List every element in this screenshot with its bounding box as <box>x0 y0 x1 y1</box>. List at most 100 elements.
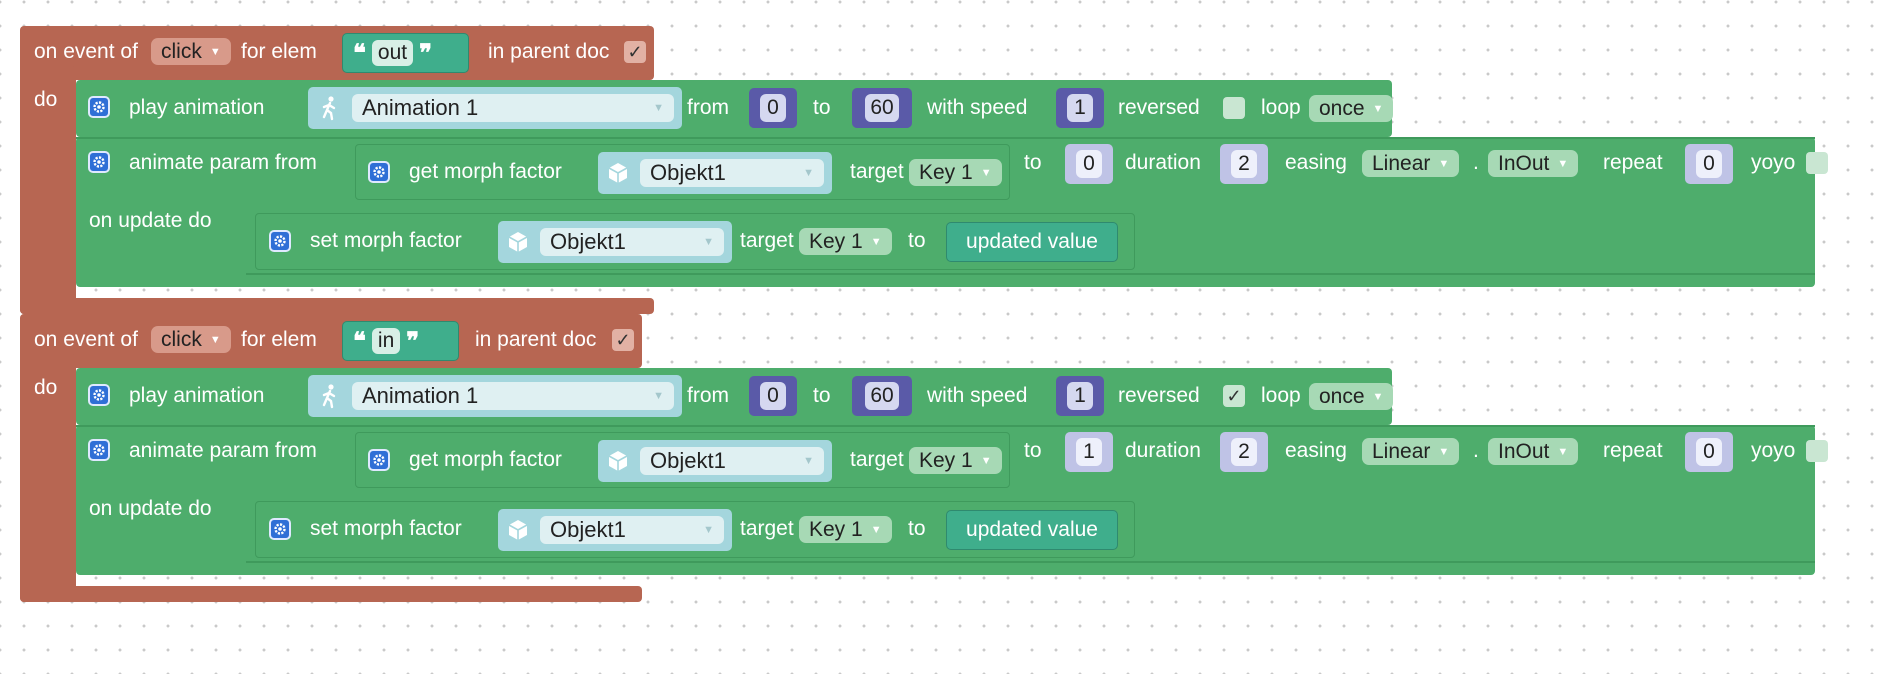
loop-label: loop <box>1261 96 1301 119</box>
on-update-do-label: on update do <box>89 209 212 232</box>
duration-block[interactable]: 2 <box>1220 144 1268 184</box>
easing-mode-dropdown[interactable]: InOut▼ <box>1488 150 1579 177</box>
speed-number-field[interactable]: 1 <box>1067 382 1093 410</box>
object-dropdown[interactable]: Objekt1▼ <box>640 159 824 187</box>
from-number-block[interactable]: 0 <box>749 376 797 416</box>
chevron-down-icon: ▼ <box>803 455 814 467</box>
object-select-block[interactable]: Objekt1▼ <box>498 221 732 263</box>
object-select-block[interactable]: Objekt1▼ <box>598 152 832 194</box>
get-morph-factor-label: get morph factor <box>409 160 562 183</box>
get-morph-factor-block[interactable]: get morph factor Objekt1▼ target Key 1▼ <box>355 432 1010 488</box>
object-dropdown[interactable]: Objekt1▼ <box>540 516 724 544</box>
animation-dropdown[interactable]: Animation 1 ▼ <box>352 94 674 122</box>
event-footer <box>20 298 654 314</box>
object-dropdown[interactable]: Objekt1▼ <box>640 447 824 475</box>
play-animation-block[interactable]: play animation Animation 1▼ from 0 to 60… <box>76 368 1394 425</box>
from-number-block[interactable]: 0 <box>749 88 797 128</box>
to-number-field[interactable]: 60 <box>865 382 899 410</box>
animate-param-from-label: animate param from <box>129 439 317 462</box>
updated-value-block[interactable]: updated value <box>946 222 1118 262</box>
object-dropdown[interactable]: Objekt1▼ <box>540 228 724 256</box>
easing-dropdown[interactable]: Linear▼ <box>1362 150 1460 177</box>
chevron-down-icon: ▼ <box>653 390 664 402</box>
object-select-block[interactable]: Objekt1▼ <box>598 440 832 482</box>
key-value: Key 1 <box>919 448 973 472</box>
key-dropdown[interactable]: Key 1▼ <box>909 447 1002 474</box>
chevron-down-icon: ▼ <box>653 102 664 114</box>
gear-icon[interactable] <box>88 439 110 461</box>
gear-icon[interactable] <box>88 151 110 173</box>
repeat-field[interactable]: 0 <box>1696 150 1722 178</box>
from-number-field[interactable]: 0 <box>760 94 786 122</box>
to-number-field[interactable]: 60 <box>865 94 899 122</box>
to-number-block[interactable]: 60 <box>852 88 912 128</box>
loop-value: once <box>1319 96 1365 120</box>
object-select-block[interactable]: Objekt1▼ <box>498 509 732 551</box>
speed-number-block[interactable]: 1 <box>1056 88 1104 128</box>
yoyo-checkbox[interactable] <box>1806 440 1828 462</box>
speed-number-block[interactable]: 1 <box>1056 376 1104 416</box>
duration-field[interactable]: 2 <box>1231 438 1257 466</box>
event-header <box>20 26 654 80</box>
gear-icon[interactable] <box>88 96 110 118</box>
loop-value: once <box>1319 384 1365 408</box>
from-number-field[interactable]: 0 <box>760 382 786 410</box>
gear-icon[interactable] <box>368 161 390 183</box>
to-value-block[interactable]: 0 <box>1065 144 1113 184</box>
duration-block[interactable]: 2 <box>1220 432 1268 472</box>
set-morph-factor-block[interactable]: set morph factor Objekt1▼ target Key 1▼ … <box>255 213 1135 270</box>
speed-number-field[interactable]: 1 <box>1067 94 1093 122</box>
easing-mode-dropdown[interactable]: InOut▼ <box>1488 438 1579 465</box>
loop-dropdown[interactable]: once ▼ <box>1309 95 1394 122</box>
to-number-block[interactable]: 60 <box>852 376 912 416</box>
elem-text-field[interactable]: in <box>371 328 401 354</box>
cube-icon <box>608 163 628 183</box>
elem-text-block[interactable]: ❝ in ❞ <box>342 321 459 361</box>
gear-icon[interactable] <box>368 449 390 471</box>
key-dropdown[interactable]: Key 1▼ <box>909 159 1002 186</box>
event-block-1[interactable]: on event of click▼ for elem ❝ out ❞ in p… <box>20 26 1828 314</box>
elem-text-block[interactable]: ❝ out ❞ <box>342 33 469 73</box>
reversed-label: reversed <box>1118 384 1200 407</box>
to-value-field[interactable]: 0 <box>1076 150 1102 178</box>
for-elem-label: for elem <box>241 40 317 63</box>
chevron-down-icon: ▼ <box>1557 445 1569 458</box>
key-dropdown[interactable]: Key 1▼ <box>799 228 892 255</box>
get-morph-factor-block[interactable]: get morph factor Objekt1▼ target Key 1▼ <box>355 144 1010 200</box>
yoyo-checkbox[interactable] <box>1806 152 1828 174</box>
elem-text-field[interactable]: out <box>371 40 414 66</box>
animation-select-block[interactable]: Animation 1 ▼ <box>308 87 682 129</box>
animate-param-block[interactable]: animate param from get morph factor Obje… <box>76 425 1828 575</box>
easing-mode-value: InOut <box>1498 151 1550 175</box>
chevron-down-icon: ▼ <box>1372 102 1384 115</box>
chevron-down-icon: ▼ <box>1438 157 1450 170</box>
event-block-2[interactable]: on event of click▼ for elem ❝ in ❞ in pa… <box>20 314 1828 602</box>
key-dropdown[interactable]: Key 1▼ <box>799 516 892 543</box>
in-parent-doc-checkbox[interactable]: ✓ <box>612 329 634 351</box>
in-parent-doc-checkbox[interactable]: ✓ <box>624 41 646 63</box>
easing-dropdown[interactable]: Linear▼ <box>1362 438 1460 465</box>
event-type-dropdown[interactable]: click▼ <box>151 326 231 353</box>
animate-param-block[interactable]: animate param from get morph factor Obje… <box>76 137 1828 287</box>
set-morph-factor-block[interactable]: set morph factor Objekt1▼ target Key 1▼ … <box>255 501 1135 558</box>
animation-dropdown[interactable]: Animation 1▼ <box>352 382 674 410</box>
to-value-block[interactable]: 1 <box>1065 432 1113 472</box>
repeat-block[interactable]: 0 <box>1685 144 1733 184</box>
updated-value-block[interactable]: updated value <box>946 510 1118 550</box>
close-quote-icon: ❞ <box>419 39 433 67</box>
gear-icon[interactable] <box>88 384 110 406</box>
gear-icon[interactable] <box>269 230 291 252</box>
set-morph-factor-label: set morph factor <box>310 517 462 540</box>
reversed-checkbox[interactable] <box>1223 97 1245 119</box>
repeat-block[interactable]: 0 <box>1685 432 1733 472</box>
animation-value: Animation 1 <box>362 95 479 120</box>
event-type-dropdown[interactable]: click▼ <box>151 38 231 65</box>
to-value-field[interactable]: 1 <box>1076 438 1102 466</box>
loop-dropdown[interactable]: once▼ <box>1309 383 1394 410</box>
animation-select-block[interactable]: Animation 1▼ <box>308 375 682 417</box>
gear-icon[interactable] <box>269 518 291 540</box>
repeat-field[interactable]: 0 <box>1696 438 1722 466</box>
reversed-checkbox[interactable]: ✓ <box>1223 385 1245 407</box>
play-animation-block[interactable]: play animation Animation 1▼ from 0 to 60… <box>76 80 1394 137</box>
duration-field[interactable]: 2 <box>1231 150 1257 178</box>
